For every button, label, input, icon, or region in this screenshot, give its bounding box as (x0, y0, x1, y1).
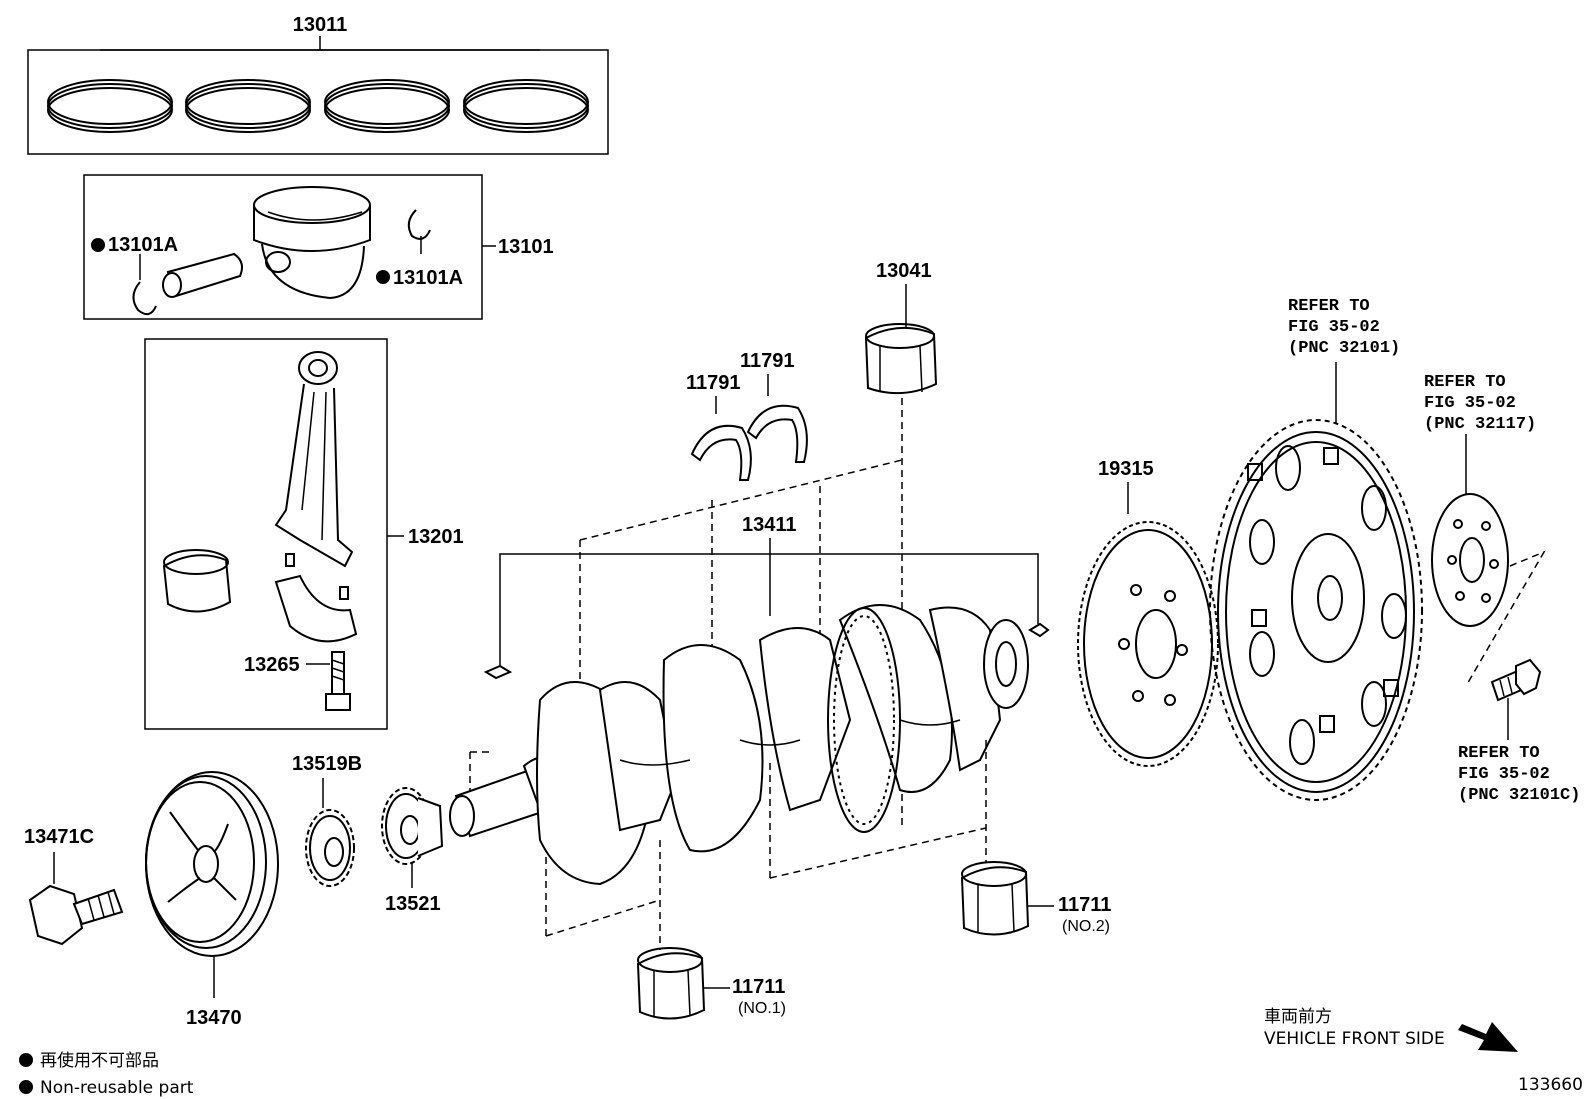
rod-pin-2-icon (339, 586, 349, 600)
refer-2-line2: FIG 35-02 (1424, 394, 1516, 413)
front-en: VEHICLE FRONT SIDE (1264, 1029, 1445, 1049)
ring-gear-plate: REFER TO FIG 35-02 (PNC 32101) (1209, 297, 1423, 801)
refer-3-line2: FIG 35-02 (1458, 765, 1550, 784)
thrust-washer-2-icon (746, 404, 808, 463)
vehicle-front-indicator: 車両前方 VEHICLE FRONT SIDE (1264, 1007, 1518, 1052)
piston-ring-set: 13011 (27, 14, 609, 155)
label-13471c: 13471C (24, 826, 94, 848)
crank-pin-bearing-icon (864, 323, 938, 395)
sprocket-13519b-icon (305, 809, 355, 887)
connecting-rod-icon (274, 351, 354, 568)
legend-marker-1-icon (19, 1053, 33, 1067)
thrust-washers: 11791 11791 (686, 350, 821, 760)
sprocket-13521-icon (381, 787, 444, 865)
label-11791-b: 11791 (740, 350, 795, 372)
refer-2-line3: (PNC 32117) (1424, 415, 1536, 434)
rod-cap-icon (274, 574, 358, 643)
piston-ring-1-icon (47, 79, 173, 133)
snap-ring-right-icon (407, 209, 431, 240)
spacer-plate: REFER TO FIG 35-02 (PNC 32117) (1424, 373, 1546, 687)
crankshaft: 13411 (449, 459, 1050, 937)
piston-ring-4-icon (463, 79, 589, 133)
crank-pulley-icon (145, 771, 279, 957)
non-reusable-marker-right-icon (376, 270, 390, 284)
rod-bolt-icon (325, 651, 351, 711)
label-11711-no2: 11711 (1058, 894, 1111, 916)
thrust-washer-1-icon (690, 424, 752, 481)
legend: 再使用不可部品 Non-reusable part (19, 1050, 194, 1098)
piston-icon (253, 186, 371, 300)
ring-gear-plate-icon (1209, 419, 1423, 801)
label-13041: 13041 (876, 260, 932, 282)
crank-sprocket-13521: 13521 (381, 787, 444, 915)
flywheel-bolt-icon (1490, 658, 1542, 702)
label-13101a-left: 13101A (108, 234, 178, 256)
piston-pin-icon (162, 252, 243, 298)
crank-key-left-icon (483, 664, 513, 680)
label-13470: 13470 (186, 1007, 242, 1029)
drive-plate-19315: 19315 (1077, 458, 1219, 767)
front-jp: 車両前方 (1264, 1007, 1332, 1027)
non-reusable-marker-left-icon (91, 238, 105, 252)
refer-1-line1: REFER TO (1288, 297, 1370, 316)
main-bearing-no1: 11711 (NO.1) (636, 840, 786, 1020)
spacer-plate-icon (1431, 493, 1509, 627)
label-13101: 13101 (498, 236, 554, 258)
label-11791-a: 11791 (686, 372, 741, 394)
connecting-rod-assembly: 13201 13265 (144, 338, 464, 730)
legend-jp: 再使用不可部品 (40, 1050, 159, 1071)
piston-assembly: 13101 13101A 13101A (83, 174, 554, 320)
main-bearing-no2-icon (960, 861, 1030, 936)
label-13011: 13011 (293, 14, 348, 36)
refer-3-line3: (PNC 32101C) (1458, 786, 1580, 805)
crankshaft-icon (449, 604, 1029, 886)
snap-ring-left-icon (132, 281, 157, 316)
main-bearing-no2: 11711 (NO.2) (960, 740, 1111, 936)
front-arrow-icon (1458, 1022, 1518, 1052)
piston-ring-3-icon (324, 79, 450, 133)
label-11711-no1: 11711 (732, 976, 785, 998)
pulley-bolt: 13471C (24, 826, 124, 946)
legend-marker-2-icon (19, 1080, 33, 1094)
rod-bearing-icon (162, 549, 232, 613)
crank-key-right-icon (1028, 622, 1050, 638)
note-11711-no1: (NO.1) (738, 1000, 786, 1017)
refer-1-line2: FIG 35-02 (1288, 318, 1380, 337)
legend-en: Non-reusable part (40, 1078, 194, 1098)
drive-plate-19315-icon (1077, 521, 1219, 767)
label-13519b: 13519B (292, 753, 362, 775)
refer-3-line1: REFER TO (1458, 744, 1540, 763)
piston-ring-2-icon (185, 79, 311, 133)
label-13101a-right: 13101A (393, 267, 463, 289)
label-13265: 13265 (244, 654, 300, 676)
main-bearing-no1-icon (636, 947, 706, 1020)
label-19315: 19315 (1098, 458, 1154, 480)
label-13411: 13411 (742, 514, 797, 536)
flywheel-bolt: REFER TO FIG 35-02 (PNC 32101C) (1458, 658, 1580, 805)
label-13521: 13521 (385, 893, 441, 915)
rod-pin-1-icon (285, 553, 295, 567)
note-11711-no2: (NO.2) (1062, 918, 1110, 935)
refer-1-line3: (PNC 32101) (1288, 339, 1400, 358)
pulley-bolt-icon (28, 884, 124, 946)
label-13201: 13201 (408, 526, 464, 548)
figure-number: 133660 (1518, 1075, 1583, 1095)
crank-pulley: 13470 (145, 771, 279, 1029)
refer-2-line1: REFER TO (1424, 373, 1506, 392)
crank-sprocket-13519b: 13519B (292, 753, 362, 887)
